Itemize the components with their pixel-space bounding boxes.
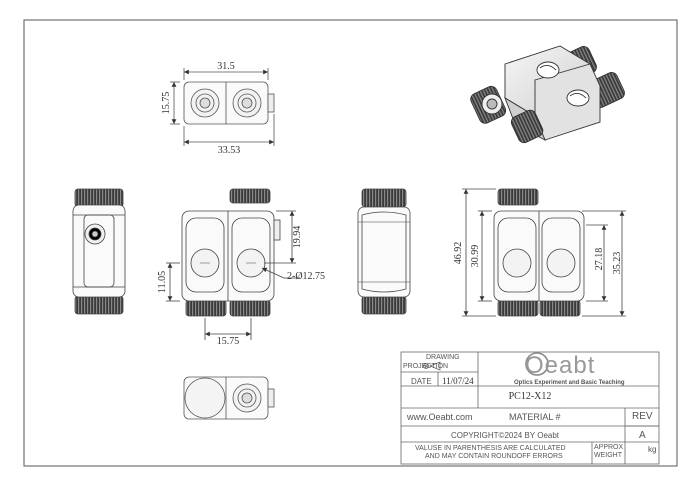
projection-label: PROJECTION bbox=[403, 363, 449, 370]
drawing-border bbox=[23, 19, 678, 467]
dim-front-bore: 2-Ø12.75 bbox=[287, 271, 325, 282]
bore-left-top bbox=[190, 88, 220, 118]
approx-label: APPROX bbox=[594, 444, 624, 451]
dim-side-right-2: 35.23 bbox=[612, 252, 623, 275]
front-view bbox=[166, 188, 300, 340]
dim-top-width: 31.5 bbox=[217, 61, 235, 72]
material-label: MATERIAL # bbox=[509, 412, 561, 422]
right-side-view bbox=[357, 188, 411, 315]
date-label: DATE bbox=[411, 377, 432, 386]
dim-side-overall: 46.92 bbox=[453, 242, 464, 265]
dim-front-pitch: 15.75 bbox=[217, 336, 240, 347]
left-side-view bbox=[72, 188, 126, 315]
copyright: COPYRIGHT©2024 BY Oeabt bbox=[451, 431, 560, 440]
dim-side-body: 30.99 bbox=[470, 245, 481, 268]
dim-top-height: 15.75 bbox=[161, 92, 172, 115]
isometric-view bbox=[470, 45, 625, 144]
title-block: DRAWING PROJECTION DATE 11/07/24 Oeabt O… bbox=[401, 352, 659, 464]
projection-symbol-icon bbox=[423, 361, 441, 371]
dim-top-overall: 33.53 bbox=[218, 145, 241, 156]
bore-right-top bbox=[232, 88, 262, 118]
brand-logo bbox=[525, 352, 549, 376]
brand-tagline: Optics Experiment and Basic Teaching bbox=[514, 380, 625, 386]
note-line-1: VALUSE IN PARENTHESIS ARE CALCULATED bbox=[415, 445, 566, 452]
drawing-label: DRAWING bbox=[426, 354, 460, 361]
brand-name: Oeabt bbox=[525, 352, 596, 379]
title-block-grid bbox=[400, 351, 660, 465]
weight-label: WEIGHT bbox=[594, 452, 622, 459]
weight-unit: kg bbox=[648, 445, 657, 454]
dim-front-height: 19.94 bbox=[292, 226, 303, 249]
top-view bbox=[170, 68, 275, 146]
rev-label: REV bbox=[632, 411, 653, 422]
rev-value: A bbox=[639, 430, 646, 441]
date-value: 11/07/24 bbox=[442, 376, 474, 386]
website-link[interactable]: www.Oeabt.com bbox=[407, 412, 473, 422]
dim-front-offset: 11.05 bbox=[157, 271, 168, 293]
dim-side-right-1: 27.18 bbox=[594, 248, 605, 271]
part-number: PC12-X12 bbox=[508, 391, 552, 402]
rear-view bbox=[462, 188, 626, 317]
note-line-2: AND MAY CONTAIN ROUNDOFF ERRORS bbox=[425, 453, 563, 460]
bottom-view bbox=[183, 376, 275, 420]
